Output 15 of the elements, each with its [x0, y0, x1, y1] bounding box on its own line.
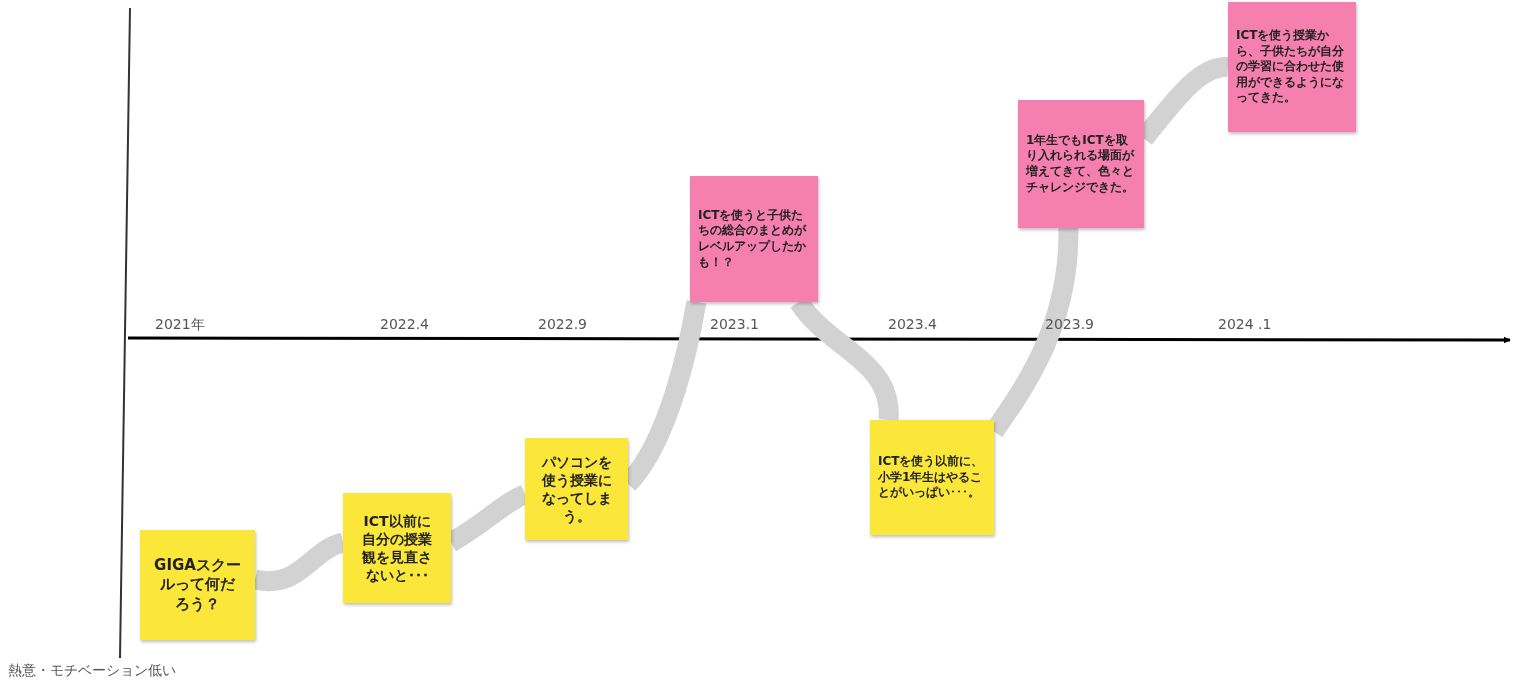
year-label: 2023.9: [1045, 316, 1094, 332]
axis-label: 熱意・モチベーション低い: [8, 662, 176, 680]
year-label: 2023.1: [710, 316, 759, 332]
sticky-note: ICT以前に自分の授業観を見直さないと･･･: [343, 493, 451, 603]
sticky-note: ICTを使うと子供たちの総合のまとめがレベルアップしたかも！？: [690, 176, 818, 302]
sticky-note: 1年生でもICTを取り入れられる場面が増えてきて、色々とチャレンジできた。: [1018, 100, 1144, 228]
sticky-note: ICTを使う授業から、子供たちが自分の学習に合わせた使用ができるようになってきた。: [1228, 2, 1356, 132]
sticky-note: ICTを使う以前に、小学1年生はやることがいっぱい･･･。: [870, 420, 994, 535]
year-label: 2022.9: [538, 316, 587, 332]
sticky-note: パソコンを使う授業になってしまう。: [525, 438, 628, 540]
sticky-note: GIGAスクールって何だろう？: [140, 530, 255, 640]
year-label: 2022.4: [380, 316, 429, 332]
year-label: 2024 .1: [1218, 316, 1272, 332]
year-label: 2021年: [155, 316, 205, 334]
year-label: 2023.4: [888, 316, 937, 332]
